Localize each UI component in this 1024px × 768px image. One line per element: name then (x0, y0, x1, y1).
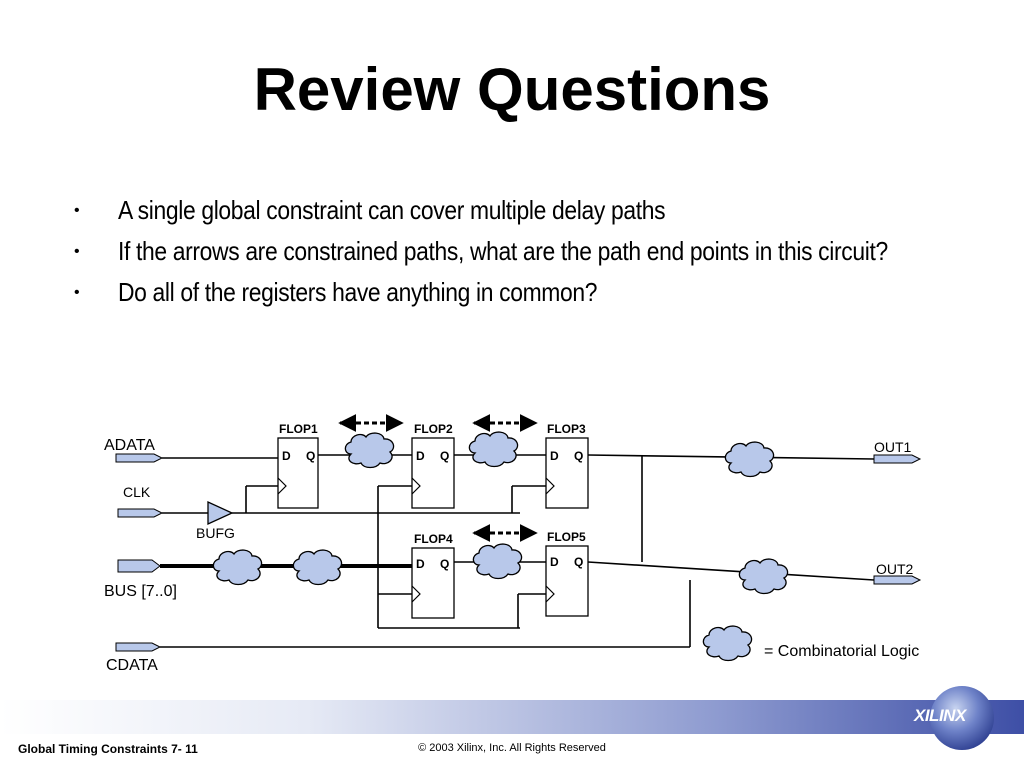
combinatorial-logic-cloud (472, 543, 523, 580)
bullet-marker: • (74, 284, 80, 301)
flop3-label: FLOP3 (547, 422, 586, 436)
slide-title: Review Questions (253, 56, 771, 123)
flop2-label: FLOP2 (414, 422, 453, 436)
flop3-q-pin: Q (574, 449, 583, 463)
flop1-d-pin: D (282, 449, 291, 463)
path-arrows (338, 414, 538, 542)
bufg-buffer (207, 500, 234, 526)
flop5-q-pin: Q (574, 555, 583, 569)
adata-label: ADATA (104, 437, 155, 454)
clk-label: CLK (123, 484, 151, 500)
legend-label: = Combinatorial Logic (764, 643, 919, 660)
flop5-label: FLOP5 (547, 530, 586, 544)
bullet-marker: • (74, 202, 80, 219)
combinatorial-logic-cloud (738, 558, 789, 595)
port-out1 (873, 454, 922, 464)
flop4-register (411, 547, 455, 619)
bus-label: BUS [7..0] (104, 583, 177, 600)
bullet-item: • Do all of the registers have anything … (74, 272, 954, 313)
flop4-d-pin: D (416, 557, 425, 571)
footer-section-label: Global Timing Constraints 7- 11 (18, 742, 198, 756)
port-bus (117, 559, 161, 573)
flop3-d-pin: D (550, 449, 559, 463)
legend-cloud (702, 625, 753, 662)
flop4-q-pin: Q (440, 557, 449, 571)
footer-band (0, 700, 1024, 734)
xilinx-logo: XILINX (914, 706, 966, 725)
cdata-label: CDATA (106, 657, 158, 674)
flop2-q-pin: Q (440, 449, 449, 463)
port-adata (115, 453, 164, 463)
combinatorial-logic-cloud (344, 432, 395, 469)
port-cdata (115, 642, 162, 652)
combinatorial-logic-cloud (468, 431, 519, 468)
bullet-item: • A single global constraint can cover m… (74, 190, 954, 231)
out2-label: OUT2 (876, 561, 914, 577)
flop1-register (277, 437, 319, 509)
footer-copyright: © 2003 Xilinx, Inc. All Rights Reserved (418, 742, 606, 754)
bufg-label: BUFG (196, 525, 235, 541)
port-clk (117, 508, 164, 518)
flop1-label: FLOP1 (279, 422, 318, 436)
bullet-marker: • (74, 243, 80, 260)
port-out2 (873, 575, 922, 585)
bullet-text: If the arrows are constrained paths, wha… (118, 236, 888, 266)
bullet-text: Do all of the registers have anything in… (118, 277, 598, 307)
flop4-label: FLOP4 (414, 532, 453, 546)
combinatorial-logic-cloud (292, 549, 343, 586)
flop1-q-pin: Q (306, 449, 315, 463)
flop5-register (545, 545, 589, 617)
flop2-register (411, 437, 455, 509)
bullet-list: • A single global constraint can cover m… (74, 190, 954, 313)
combinatorial-logic-cloud (724, 441, 775, 478)
xilinx-globe-icon (930, 686, 994, 750)
combinatorial-logic-cloud (212, 549, 263, 586)
circuit-diagram: ADATA CLK BUFG BUS [7..0] CDATA OUT1 OUT… (104, 414, 922, 674)
out1-label: OUT1 (874, 439, 912, 455)
bullet-item: • If the arrows are constrained paths, w… (74, 231, 954, 272)
bullet-text: A single global constraint can cover mul… (118, 195, 666, 225)
flop3-register (545, 437, 589, 509)
flop5-d-pin: D (550, 555, 559, 569)
flop2-d-pin: D (416, 449, 425, 463)
